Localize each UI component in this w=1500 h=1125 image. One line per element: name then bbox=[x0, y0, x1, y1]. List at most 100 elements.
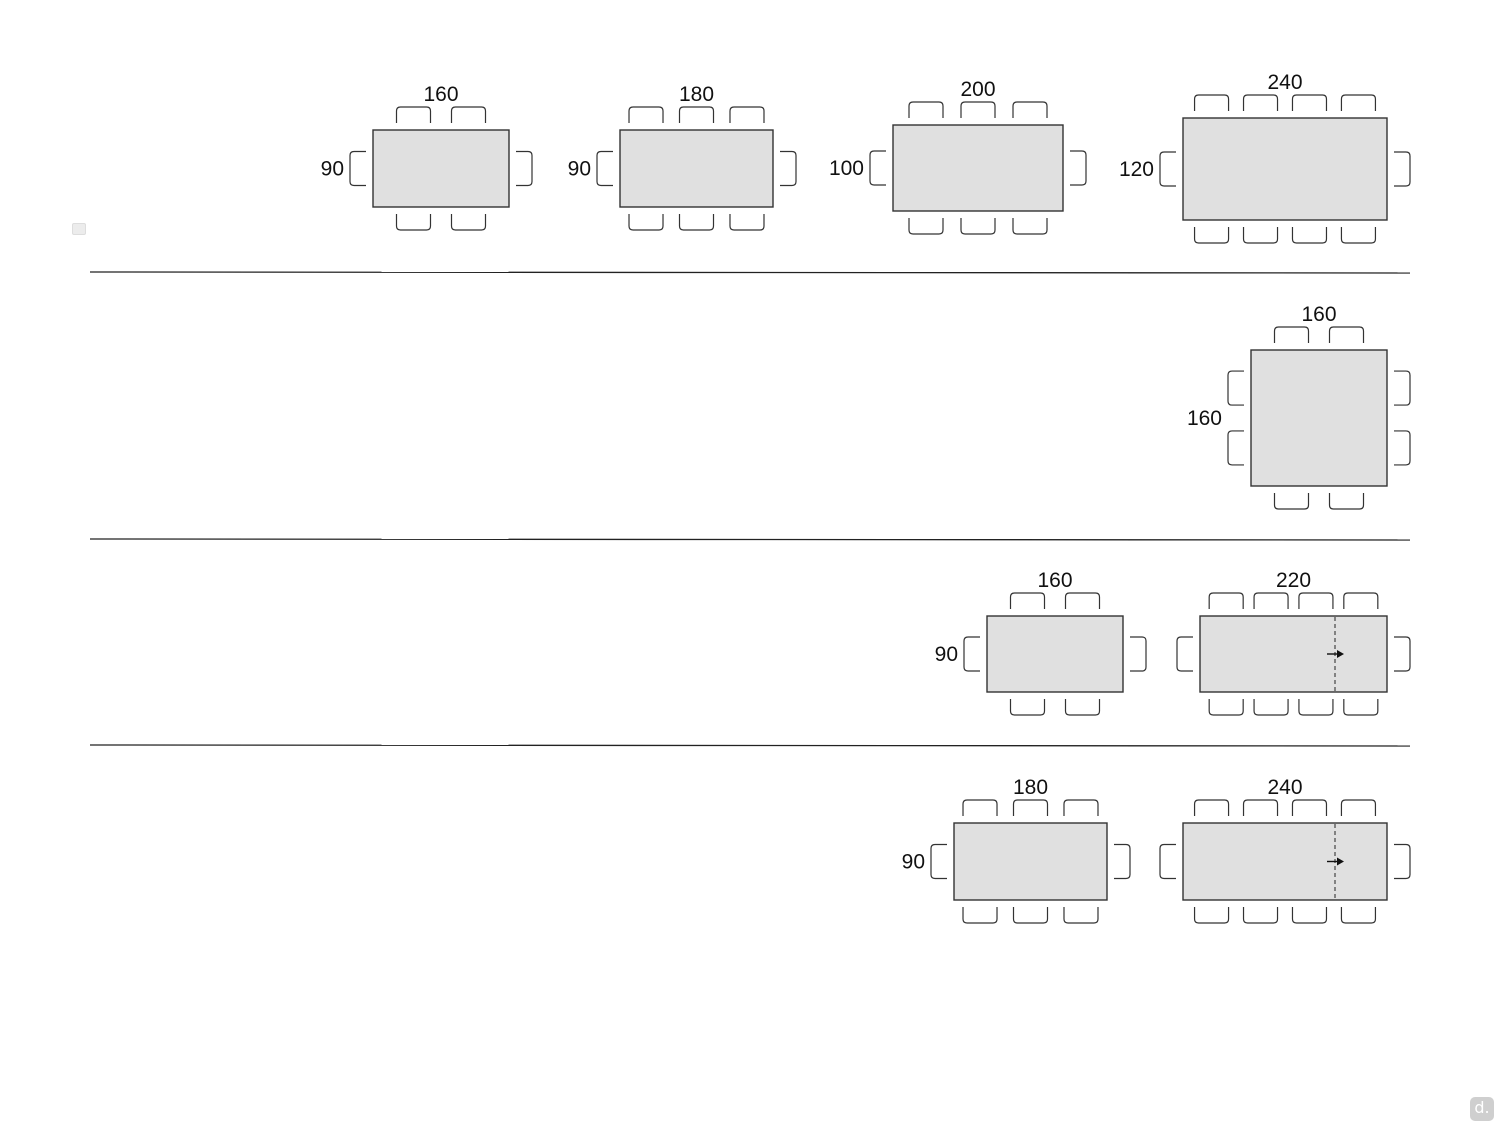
chair-icon bbox=[1328, 493, 1365, 510]
chair-icon bbox=[1208, 592, 1244, 609]
chair-icon bbox=[1227, 430, 1244, 466]
extension-arrow-head bbox=[1337, 650, 1344, 658]
depth-label: 90 bbox=[935, 643, 958, 666]
width-label: 160 bbox=[1301, 303, 1336, 326]
width-label: 240 bbox=[1267, 776, 1302, 799]
width-label: 160 bbox=[423, 83, 458, 106]
chair-icon bbox=[1242, 799, 1279, 816]
chair-icon bbox=[450, 214, 487, 231]
chair-icon bbox=[349, 150, 366, 187]
row-divider bbox=[89, 271, 1411, 274]
chair-icon bbox=[1064, 699, 1101, 716]
chair-icon bbox=[678, 214, 715, 231]
chair-icon bbox=[1253, 592, 1289, 609]
chair-icon bbox=[1291, 907, 1328, 924]
chair-icon bbox=[869, 150, 886, 186]
chair-icon bbox=[1242, 94, 1279, 111]
chair-icon bbox=[1009, 592, 1046, 609]
chair-icon bbox=[1012, 101, 1048, 118]
table-top bbox=[953, 822, 1108, 901]
chair-icon bbox=[1394, 843, 1411, 880]
table-top bbox=[619, 129, 774, 208]
chair-icon bbox=[1159, 151, 1176, 187]
chair-icon bbox=[1064, 592, 1101, 609]
width-label: 200 bbox=[960, 78, 995, 101]
chair-icon bbox=[628, 106, 664, 123]
watermark-logo: d. bbox=[1470, 1097, 1494, 1121]
chair-icon bbox=[780, 150, 797, 187]
chair-icon bbox=[1291, 227, 1328, 244]
chair-icon bbox=[1242, 907, 1279, 924]
chair-icon bbox=[1291, 799, 1328, 816]
depth-label: 90 bbox=[321, 158, 344, 181]
extension-arrow-head bbox=[1337, 857, 1344, 866]
width-label: 160 bbox=[1037, 569, 1072, 592]
depth-label: 120 bbox=[1119, 158, 1154, 181]
chair-icon bbox=[729, 214, 765, 231]
chair-icon bbox=[1340, 227, 1377, 244]
chair-icon bbox=[1063, 907, 1099, 924]
table-top bbox=[372, 129, 510, 208]
chair-icon bbox=[1193, 907, 1230, 924]
chair-icon bbox=[963, 636, 980, 672]
chair-icon bbox=[1012, 799, 1049, 816]
chair-icon bbox=[628, 214, 664, 231]
chair-icon bbox=[1273, 326, 1310, 343]
chair-icon bbox=[1394, 636, 1411, 672]
table-top bbox=[1250, 349, 1388, 487]
chair-icon bbox=[1328, 326, 1365, 343]
chair-icon bbox=[1193, 94, 1230, 111]
chair-icon bbox=[729, 106, 765, 123]
chair-icon bbox=[1159, 843, 1176, 880]
chair-icon bbox=[1394, 151, 1411, 187]
table-top bbox=[1182, 822, 1388, 901]
width-label: 180 bbox=[679, 83, 714, 106]
chair-icon bbox=[1063, 799, 1099, 816]
chair-icon bbox=[1291, 94, 1328, 111]
chair-icon bbox=[1343, 592, 1379, 609]
chair-icon bbox=[1253, 699, 1289, 716]
width-label: 220 bbox=[1276, 569, 1311, 592]
corner-mark bbox=[72, 223, 86, 235]
width-label: 180 bbox=[1013, 776, 1048, 799]
chair-icon bbox=[1340, 94, 1377, 111]
depth-label: 90 bbox=[902, 851, 925, 874]
chair-icon bbox=[1130, 636, 1147, 672]
chair-icon bbox=[908, 101, 944, 118]
chair-icon bbox=[1193, 799, 1230, 816]
chair-icon bbox=[962, 799, 998, 816]
chair-icon bbox=[1012, 218, 1048, 235]
table-top bbox=[986, 615, 1124, 693]
chair-icon bbox=[1394, 430, 1411, 466]
table-top bbox=[1199, 615, 1388, 693]
chair-icon bbox=[1208, 699, 1244, 716]
chair-icon bbox=[1298, 699, 1334, 716]
chair-icon bbox=[1343, 699, 1379, 716]
width-label: 240 bbox=[1267, 71, 1302, 94]
chair-icon bbox=[678, 106, 715, 123]
chair-icon bbox=[395, 106, 432, 123]
chair-icon bbox=[1273, 493, 1310, 510]
depth-label: 100 bbox=[829, 157, 864, 180]
chair-icon bbox=[516, 150, 533, 187]
row-divider bbox=[89, 538, 1411, 541]
chair-icon bbox=[450, 106, 487, 123]
chair-icon bbox=[930, 843, 947, 880]
table-top bbox=[892, 124, 1064, 212]
chair-icon bbox=[1070, 150, 1087, 186]
row-divider bbox=[89, 744, 1411, 747]
chair-icon bbox=[960, 101, 996, 118]
chair-icon bbox=[1242, 227, 1279, 244]
table-top bbox=[1182, 117, 1388, 221]
chair-icon bbox=[1340, 799, 1377, 816]
chair-icon bbox=[1340, 907, 1377, 924]
chair-icon bbox=[1176, 636, 1193, 672]
depth-label: 160 bbox=[1187, 407, 1222, 430]
chair-icon bbox=[1009, 699, 1046, 716]
chair-icon bbox=[395, 214, 432, 231]
chair-icon bbox=[1193, 227, 1230, 244]
chair-icon bbox=[1114, 843, 1131, 880]
chair-icon bbox=[1012, 907, 1049, 924]
chair-icon bbox=[1394, 370, 1411, 406]
